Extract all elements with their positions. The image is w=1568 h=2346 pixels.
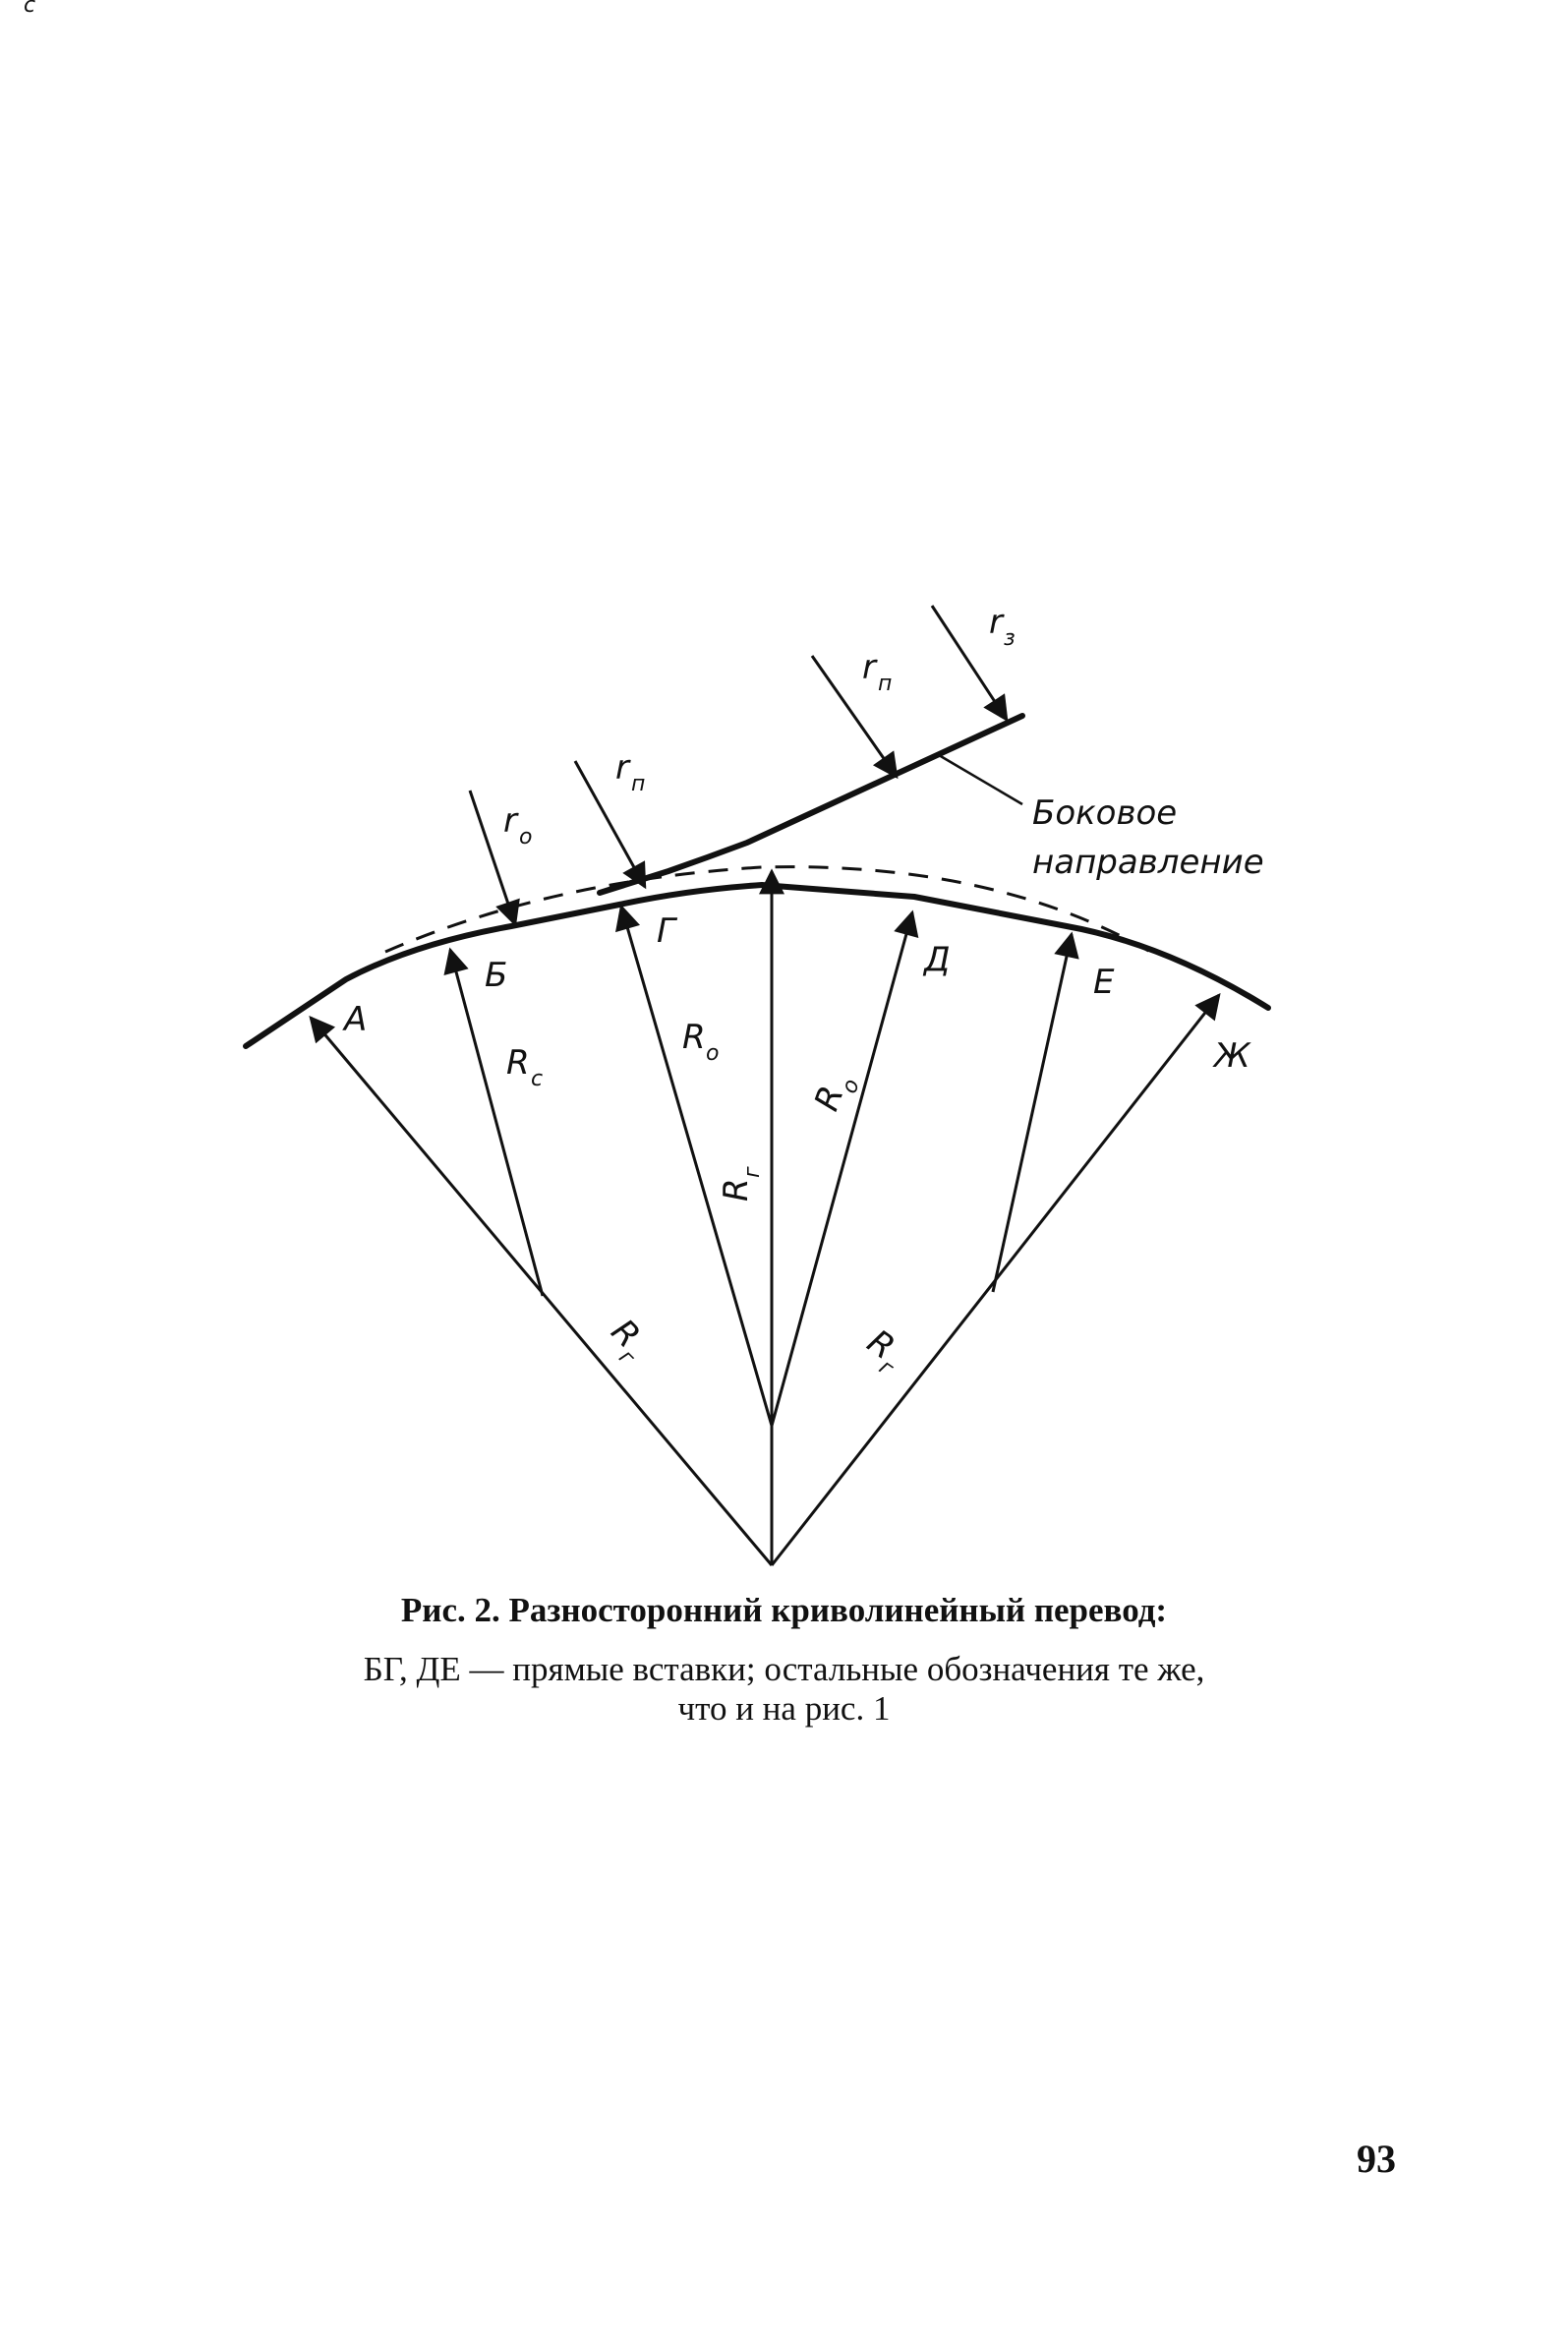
svg-text:r: r xyxy=(989,603,1005,642)
figure-caption-title: Рис. 2. Разносторонний криволинейный пер… xyxy=(400,1591,1168,1629)
side-direction-label-line2: направление xyxy=(1032,843,1264,882)
figure-caption-line-1: БГ, ДЕ — прямые вставки; остальные обозн… xyxy=(363,1650,1205,1688)
svg-text:r: r xyxy=(615,748,631,788)
point-label-G: Г xyxy=(657,911,678,951)
radial-line-to-G xyxy=(615,904,774,1427)
side-direction-leader xyxy=(938,753,1023,806)
svg-text:г: г xyxy=(740,1166,765,1178)
svg-text:R: R xyxy=(0,0,24,9)
Rg-right-label: R г xyxy=(860,1322,901,1382)
Rc-right-label: R с xyxy=(0,0,35,18)
svg-text:R: R xyxy=(717,1178,756,1202)
svg-text:с: с xyxy=(531,1067,543,1091)
svg-text:R: R xyxy=(682,1018,706,1057)
radial-line-to-E xyxy=(991,931,1079,1293)
svg-text:r: r xyxy=(862,648,878,687)
Ro-right-label: R о xyxy=(807,1076,865,1116)
figure-caption-line-2: что и на рис. 1 xyxy=(677,1689,891,1728)
Ro-left-label: R о xyxy=(682,1018,719,1066)
side-direction-label-line1: Боковое xyxy=(1032,793,1177,833)
svg-text:R: R xyxy=(506,1043,530,1083)
point-label-D: Д xyxy=(922,940,951,979)
svg-text:о: о xyxy=(519,825,532,850)
r-o-arrow xyxy=(468,790,520,927)
Rg-center-label: R г xyxy=(717,1166,765,1202)
svg-text:с: с xyxy=(24,0,35,18)
svg-text:п: п xyxy=(878,672,892,696)
point-label-E: Е xyxy=(1093,963,1115,1002)
r-z-label: r з xyxy=(989,603,1016,651)
svg-text:R: R xyxy=(604,1312,648,1356)
point-label-Zh: Ж xyxy=(1212,1036,1251,1076)
r-p-left-label: r п xyxy=(615,748,645,796)
radial-line-to-D xyxy=(770,909,919,1427)
point-label-B: Б xyxy=(485,956,507,995)
Rg-left-label: R г xyxy=(604,1312,648,1371)
r-o-label: r о xyxy=(503,801,532,850)
r-z-arrow xyxy=(930,605,1009,723)
Rc-left-label: R с xyxy=(506,1043,543,1091)
main-track-curve xyxy=(243,882,1271,1049)
r-p-right-label: r п xyxy=(862,648,892,696)
svg-text:п: п xyxy=(631,772,645,796)
r-p-left-arrow xyxy=(573,760,647,890)
point-label-A: А xyxy=(342,1000,367,1039)
radial-line-to-B xyxy=(443,947,545,1297)
r-p-right-arrow xyxy=(810,655,899,780)
side-direction-line xyxy=(597,713,1025,896)
svg-text:r: r xyxy=(503,801,519,841)
svg-text:о: о xyxy=(706,1041,719,1066)
page-number: 93 xyxy=(1357,2137,1396,2181)
svg-text:з: з xyxy=(1004,626,1016,651)
